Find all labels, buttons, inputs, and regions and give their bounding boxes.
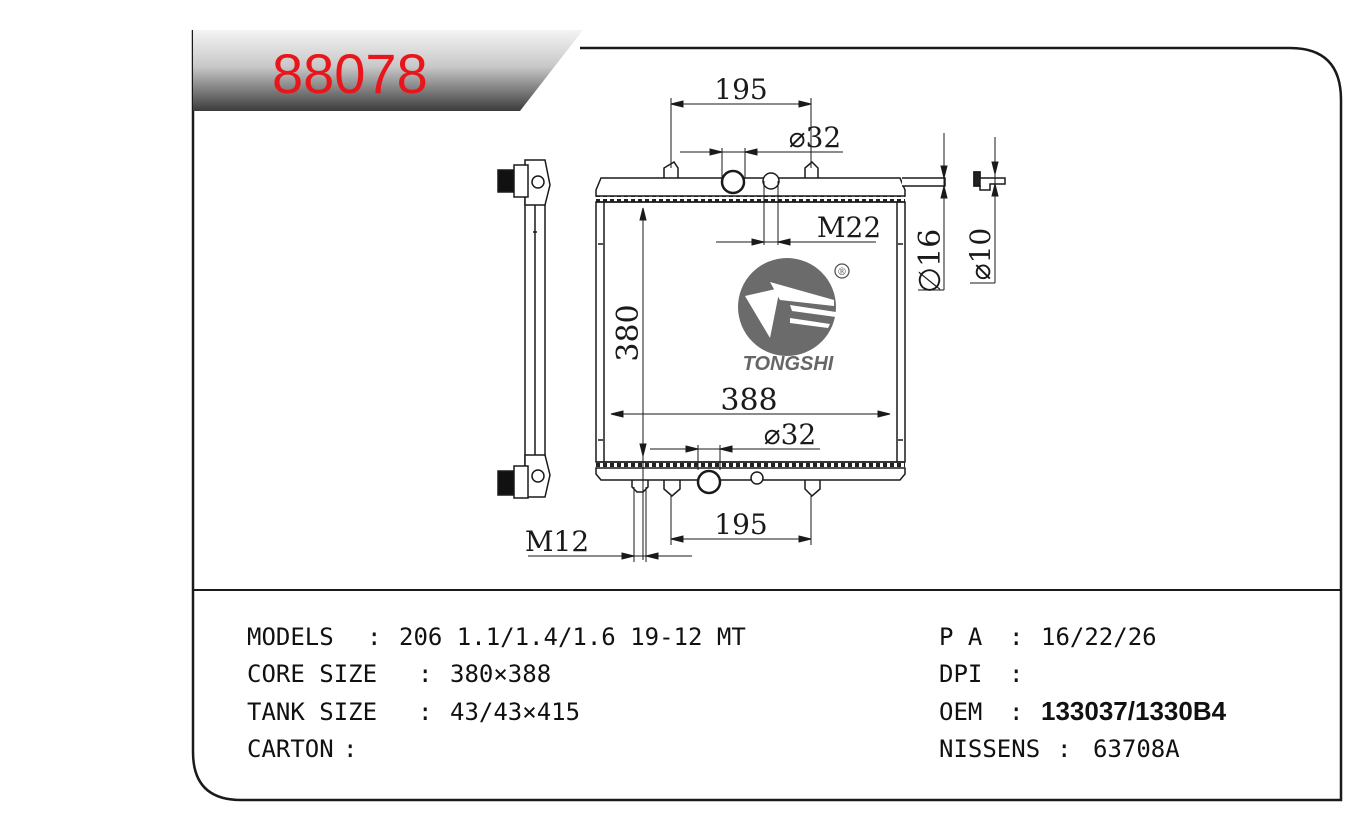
dim-top-pitch: 195 [714, 73, 767, 106]
dim-bottom-pipe: ⌀32 [764, 418, 817, 451]
spec-nissens-sep: : [1057, 735, 1071, 763]
spec-oem-sep: : [1009, 698, 1023, 726]
spec-dpi-sep: : [1009, 660, 1023, 688]
registered-symbol: ® [837, 267, 847, 278]
bottom-tank [595, 467, 906, 481]
dim-core-height: 380 [611, 304, 646, 361]
spec-pa-label: P A [939, 623, 983, 651]
dim-side-pipe-b: ⌀10 [964, 228, 997, 281]
radiator-front-view [595, 160, 1006, 498]
spec-core-size-sep: : [418, 660, 432, 688]
top-inlet-pipe [720, 169, 746, 195]
brand-name: TONGSHI [743, 353, 834, 375]
spec-pa-value: 16/22/26 [1041, 623, 1157, 651]
spec-tank-size-sep: : [418, 698, 432, 726]
dim-top-pipe: ⌀32 [789, 121, 842, 154]
spec-nissens-label: NISSENS [939, 735, 1040, 763]
spec-core-size-value: 380×388 [450, 660, 551, 688]
spec-core-size-label: CORE SIZE [247, 660, 377, 688]
sheet-frame [191, 30, 1343, 802]
registered-mark [834, 263, 850, 279]
side-view [497, 159, 551, 499]
spec-models-sep: : [367, 623, 381, 651]
dim-bottom-pitch: 195 [714, 508, 767, 541]
bottom-header-fins [596, 462, 905, 468]
dim-thread-top: M22 [817, 211, 881, 244]
spec-oem-label: OEM [939, 698, 982, 726]
dim-side-pipe-a: ∅16 [913, 229, 948, 293]
top-header-fins [596, 196, 905, 202]
spec-nissens-value: 63708A [1093, 735, 1180, 763]
spec-dpi-label: DPI [939, 660, 982, 688]
spec-tank-size-value: 43/43×415 [450, 698, 580, 726]
part-number: 88078 [272, 42, 428, 105]
spec-models-label: MODELS [247, 623, 334, 651]
spec-carton-sep: : [343, 735, 357, 763]
spec-models-value: 206 1.1/1.4/1.6 19-12 MT [399, 623, 746, 651]
part-number-banner [193, 30, 583, 111]
spec-pa-sep: : [1009, 623, 1023, 651]
dim-core-width: 388 [720, 383, 777, 418]
spec-tank-size-label: TANK SIZE [247, 698, 377, 726]
spec-carton-label: CARTON [247, 735, 334, 763]
dim-thread-bottom: M12 [525, 525, 589, 558]
bottom-outlet-pipe [696, 469, 722, 495]
spec-block: MODELS : 206 1.1/1.4/1.6 19-12 MT CORE S… [247, 623, 1227, 763]
radiator-core [595, 201, 906, 463]
dimension-lines [528, 98, 999, 562]
tongshi-logo: ® TONGSHI [738, 258, 850, 375]
spec-oem-value: 133037/1330B4 [1041, 696, 1227, 726]
top-tank [595, 177, 906, 197]
